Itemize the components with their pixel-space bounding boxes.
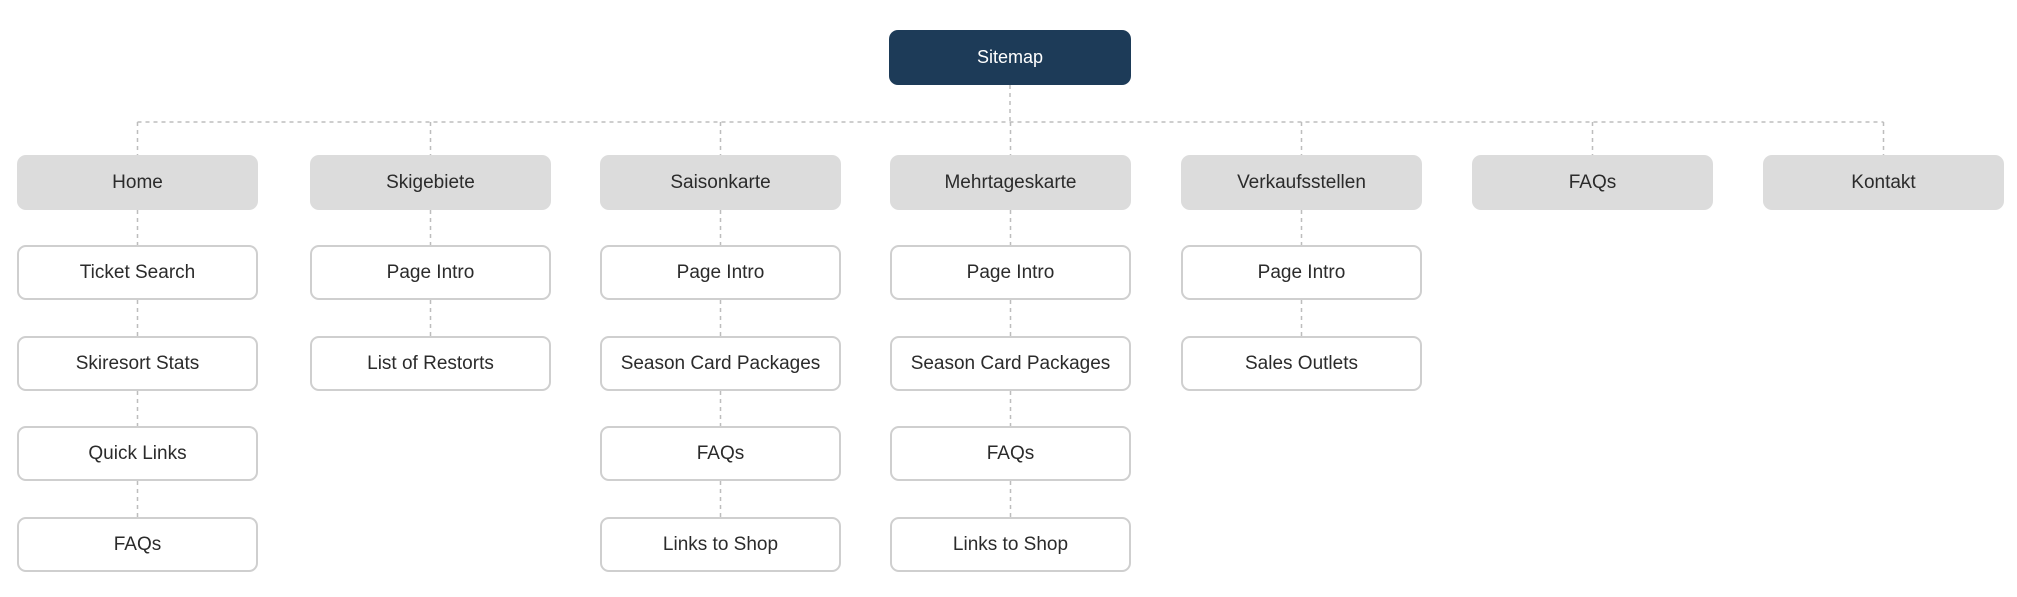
page-node[interactable]: Links to Shop [890,517,1131,572]
root-node-sitemap[interactable]: Sitemap [889,30,1131,85]
page-node[interactable]: Quick Links [17,426,258,481]
page-node[interactable]: Page Intro [600,245,841,300]
section-node-skigebiete[interactable]: Skigebiete [310,155,551,210]
page-node-label: Links to Shop [662,533,779,555]
page-node[interactable]: FAQs [890,426,1131,481]
page-node-label: FAQs [986,442,1035,464]
page-node-label: Page Intro [676,261,765,283]
section-node-home[interactable]: Home [17,155,258,210]
page-node[interactable]: Ticket Search [17,245,258,300]
page-node-label: Skiresort Stats [75,352,200,374]
section-node-label: Home [112,171,163,193]
root-node-label: Sitemap [976,47,1044,67]
page-node[interactable]: List of Restorts [310,336,551,391]
page-node-label: Quick Links [88,442,187,464]
page-node-label: FAQs [113,533,162,555]
page-node-label: FAQs [696,442,745,464]
section-node-faqs[interactable]: FAQs [1472,155,1713,210]
section-node-kontakt[interactable]: Kontakt [1763,155,2004,210]
page-node-label: Season Card Packages [620,352,821,374]
section-node-label: FAQs [1568,171,1617,193]
page-node-label: Links to Shop [952,533,1069,555]
page-node-label: Page Intro [966,261,1055,283]
section-node-verkaufsstellen[interactable]: Verkaufsstellen [1181,155,1422,210]
section-node-label: Kontakt [1851,171,1916,193]
page-node[interactable]: Page Intro [310,245,551,300]
page-node-label: Page Intro [1257,261,1346,283]
page-node-label: Sales Outlets [1245,352,1358,374]
section-node-label: Verkaufsstellen [1237,171,1366,193]
page-node-label: Page Intro [386,261,475,283]
page-node[interactable]: Skiresort Stats [17,336,258,391]
page-node[interactable]: Season Card Packages [890,336,1131,391]
page-node-label: Ticket Search [79,261,196,283]
page-node[interactable]: Page Intro [890,245,1131,300]
page-node[interactable]: FAQs [600,426,841,481]
section-node-label: Mehrtageskarte [944,171,1077,193]
section-node-label: Skigebiete [386,171,475,193]
page-node[interactable]: FAQs [17,517,258,572]
section-node-label: Saisonkarte [670,171,771,193]
section-node-mehrtageskarte[interactable]: Mehrtageskarte [890,155,1131,210]
page-node[interactable]: Season Card Packages [600,336,841,391]
page-node[interactable]: Sales Outlets [1181,336,1422,391]
page-node-label: Season Card Packages [910,352,1111,374]
section-node-saisonkarte[interactable]: Saisonkarte [600,155,841,210]
page-node[interactable]: Page Intro [1181,245,1422,300]
page-node-label: List of Restorts [367,352,494,374]
page-node[interactable]: Links to Shop [600,517,841,572]
